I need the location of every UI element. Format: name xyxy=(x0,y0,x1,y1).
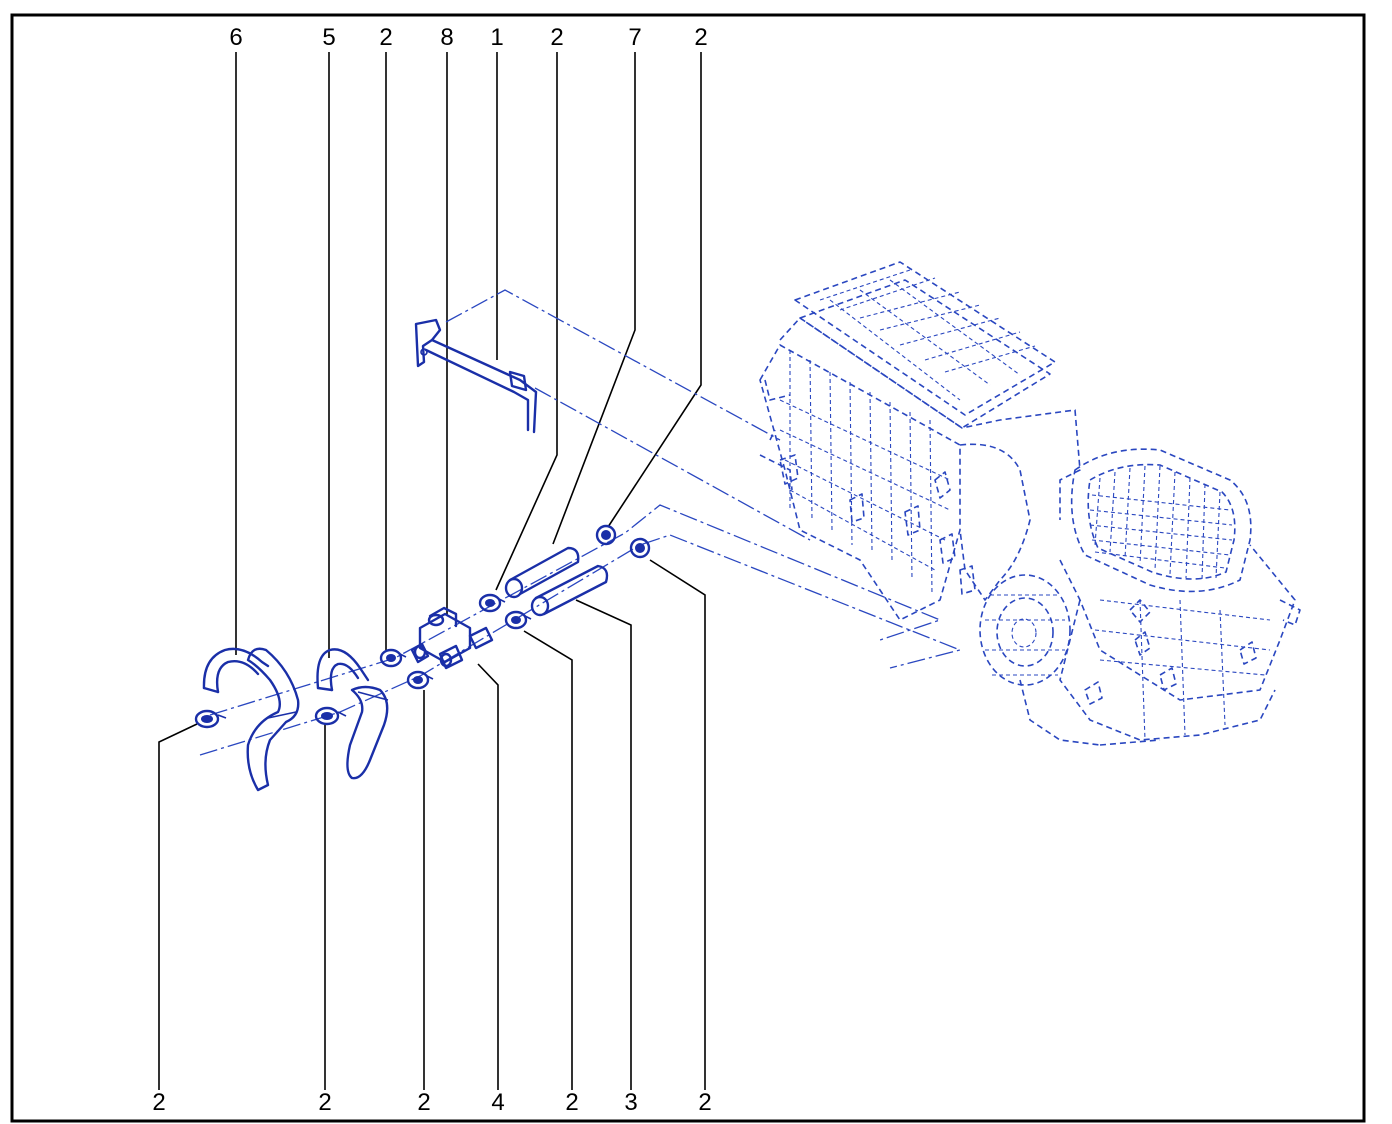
callout-top-5: 5 xyxy=(322,24,335,51)
clamp-left-end xyxy=(194,709,227,729)
callout-top-2a: 2 xyxy=(379,24,392,51)
leader-bottom-2a xyxy=(158,723,198,1090)
callout-top-1: 1 xyxy=(490,24,503,51)
leader-top-7 xyxy=(552,52,636,545)
leader-top-2b xyxy=(495,52,558,591)
part-8-tee-valve xyxy=(410,606,494,670)
hvac-housing-ghost xyxy=(759,261,1301,746)
callout-bottom-2c: 2 xyxy=(417,1089,430,1116)
clamp-valve-upper-left xyxy=(379,648,407,668)
callout-top-6: 6 xyxy=(229,24,242,51)
part-7-tube-upper xyxy=(504,546,580,599)
clamp-valve-lower-right xyxy=(504,610,532,630)
leader-bottom-3 xyxy=(575,599,632,1090)
callout-bottom-3: 3 xyxy=(624,1089,637,1116)
clamp-heater-upper xyxy=(595,524,617,546)
leader-top-2c xyxy=(607,52,702,528)
bottom-callouts: 2 2 2 4 2 3 2 xyxy=(152,1089,711,1116)
part-5-hose xyxy=(316,648,389,780)
diagram-frame xyxy=(10,13,1366,1123)
leader-bottom-2e xyxy=(649,559,706,1090)
part-1-bracket xyxy=(414,318,538,434)
callout-bottom-2b: 2 xyxy=(318,1089,331,1116)
callout-bottom-2a: 2 xyxy=(152,1089,165,1116)
leader-bottom-2d xyxy=(523,630,573,1090)
clamp-valve-lower-left xyxy=(406,670,434,690)
top-callouts: 6 5 2 8 1 2 7 2 xyxy=(229,24,707,51)
clamp-valve-upper-right xyxy=(478,593,506,613)
callout-bottom-2d: 2 xyxy=(565,1089,578,1116)
leader-lines xyxy=(158,52,706,1090)
clamp-hose5-lower xyxy=(314,706,347,726)
axis-bracket-lower xyxy=(534,387,811,541)
callout-bottom-2e: 2 xyxy=(698,1089,711,1116)
callout-top-7: 7 xyxy=(628,24,641,51)
callout-top-2c: 2 xyxy=(694,24,707,51)
callout-top-2b: 2 xyxy=(550,24,563,51)
part-3-tube-lower xyxy=(530,564,609,617)
axis-hose-lower xyxy=(199,534,963,756)
part-6-hose xyxy=(202,647,300,792)
assembly-axes xyxy=(199,289,963,756)
clamps xyxy=(194,524,651,729)
clamp-heater-lower xyxy=(629,537,651,559)
leader-bottom-4 xyxy=(477,663,499,1090)
axis-hose-upper xyxy=(209,504,942,716)
axis-bracket-upper xyxy=(445,289,781,441)
callout-bottom-4: 4 xyxy=(491,1089,504,1116)
callout-top-8: 8 xyxy=(440,24,453,51)
